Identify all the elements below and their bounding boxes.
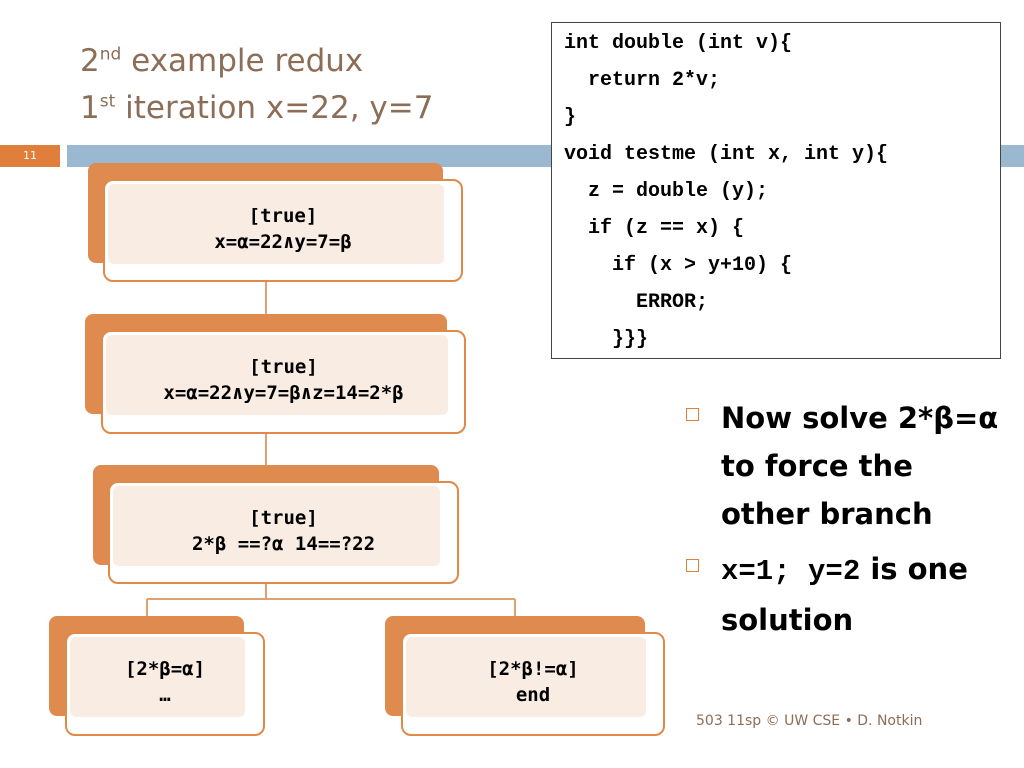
node-5-end: end [515,684,551,706]
footer-text: 503 11sp © UW CSE • D. Notkin [696,713,923,729]
bullet-2-code: x=1; y=2 [721,555,861,588]
code-line-7: if (x > y+10) { [564,254,793,277]
node-5-condition: [2*β!=α] [487,658,579,680]
node-4-condition: [2*β=α] [124,658,206,680]
code-line-1: int double (int v){ [564,32,793,55]
node-4-ellipsis: … [159,684,171,706]
code-line-6: if (z == x) { [564,217,745,240]
node-3-constraint: 2*β ==?α 14==?22 [191,533,376,555]
slide-title: 2nd example redux 1st iteration x=22, y=… [80,38,433,132]
node-1-condition: [true] [248,205,318,227]
code-listing: int double (int v){ return 2*v; } void t… [551,22,1001,359]
bullet-1-text: Now solve 2*β=α to force the other branc… [721,401,999,531]
node-2-constraint: x=α=22∧y=7=β∧z=14=2*β [163,382,404,404]
bullet-2-text: x=1; y=2 is one solution [721,545,1011,644]
title-line-1: 2nd example redux [80,43,364,79]
code-line-2: return 2*v; [564,69,721,92]
node-3-condition: [true] [249,507,318,529]
code-line-9: }}} [564,328,649,351]
node-2-condition: [true] [249,356,318,378]
node-1-constraint: x=α=22∧y=7=β [214,231,352,253]
title-line-2: 1st iteration x=22, y=7 [80,90,434,126]
code-line-8: ERROR; [564,291,709,314]
bullet-2-rest: is one solution [721,552,968,637]
code-line-4: void testme (int x, int y){ [564,143,889,166]
slide-number-band: 11 [0,145,60,167]
code-line-3: } [564,106,577,129]
bullet-square-icon [686,408,699,421]
slide-number: 11 [23,149,37,162]
bullet-square-icon [686,559,699,572]
code-line-5: z = double (y); [564,180,769,203]
